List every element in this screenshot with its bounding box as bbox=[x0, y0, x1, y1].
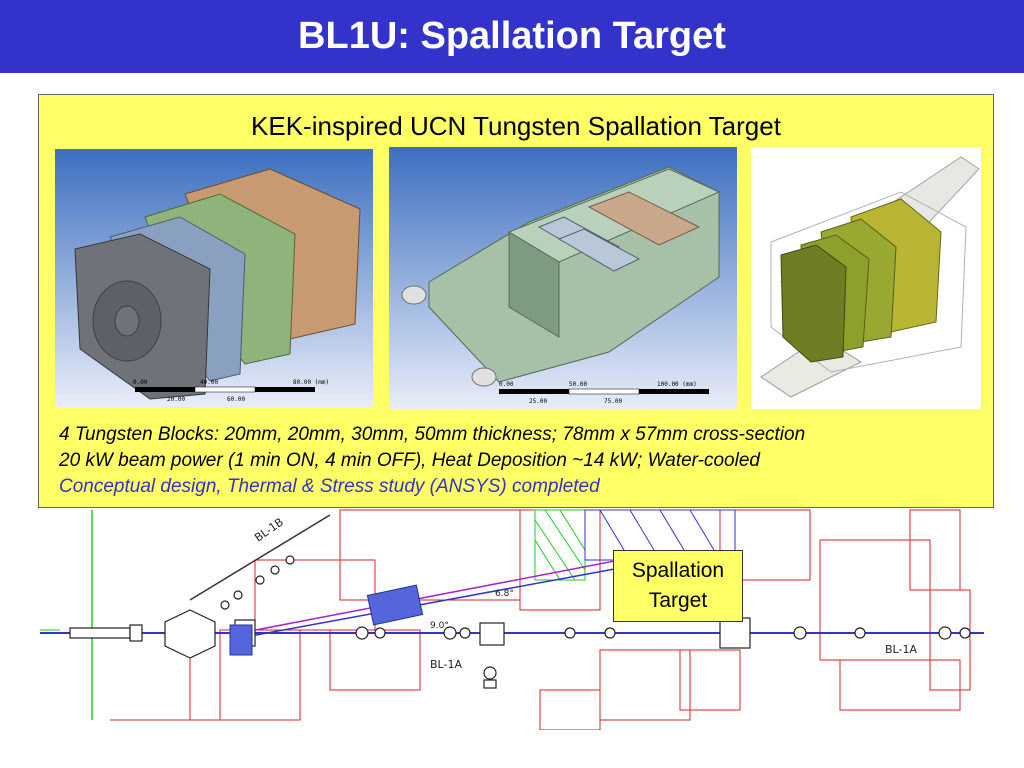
spallation-target-label: Spallation Target bbox=[613, 550, 743, 622]
target-callout: KEK-inspired UCN Tungsten Spallation Tar… bbox=[38, 94, 994, 508]
scale2-100: 100.00 (mm) bbox=[657, 381, 697, 388]
scale1-0: 0.00 bbox=[133, 379, 148, 386]
tungsten-blocks-render: 0.00 40.00 80.00 (mm) 20.00 60.00 bbox=[55, 149, 373, 407]
spallation-label-line1: Spallation bbox=[631, 559, 725, 582]
scale1-40: 40.00 bbox=[200, 379, 218, 386]
beamline-drawing: BL-1B BL-1A BL-1A 6.8° 9.0° bbox=[40, 90, 984, 730]
bl1b-label: BL-1B bbox=[252, 515, 286, 544]
bl1a-left-label: BL-1A bbox=[430, 658, 462, 671]
angle-9-0-label: 9.0° bbox=[430, 621, 449, 631]
scale2-75: 75.00 bbox=[604, 398, 622, 405]
target-assembly-render bbox=[751, 147, 981, 409]
bl1a-right-label: BL-1A bbox=[885, 643, 917, 656]
scale2-50: 50.00 bbox=[569, 381, 587, 388]
spallation-label-line2: Target bbox=[648, 589, 708, 612]
scale1-60: 60.00 bbox=[227, 396, 245, 403]
scale1-80: 80.00 (mm) bbox=[293, 379, 329, 386]
callout-title: KEK-inspired UCN Tungsten Spallation Tar… bbox=[251, 111, 781, 141]
target-description: 4 Tungsten Blocks: 20mm, 20mm, 30mm, 50m… bbox=[59, 422, 979, 500]
target-housing-render: 0.00 50.00 100.00 (mm) 25.00 75.00 bbox=[389, 147, 737, 409]
title-bar bbox=[0, 0, 1024, 73]
desc-line-status: Conceptual design, Thermal & Stress stud… bbox=[59, 476, 600, 497]
scale2-25: 25.00 bbox=[529, 398, 547, 405]
slide-title: BL1U: Spallation Target bbox=[298, 15, 726, 57]
scale2-0: 0.00 bbox=[499, 381, 514, 388]
desc-line-blocks: 4 Tungsten Blocks: 20mm, 20mm, 30mm, 50m… bbox=[59, 424, 806, 445]
angle-6-8-label: 6.8° bbox=[495, 589, 514, 599]
scale1-20: 20.00 bbox=[167, 396, 185, 403]
desc-line-power: 20 kW beam power (1 min ON, 4 min OFF), … bbox=[59, 450, 760, 471]
